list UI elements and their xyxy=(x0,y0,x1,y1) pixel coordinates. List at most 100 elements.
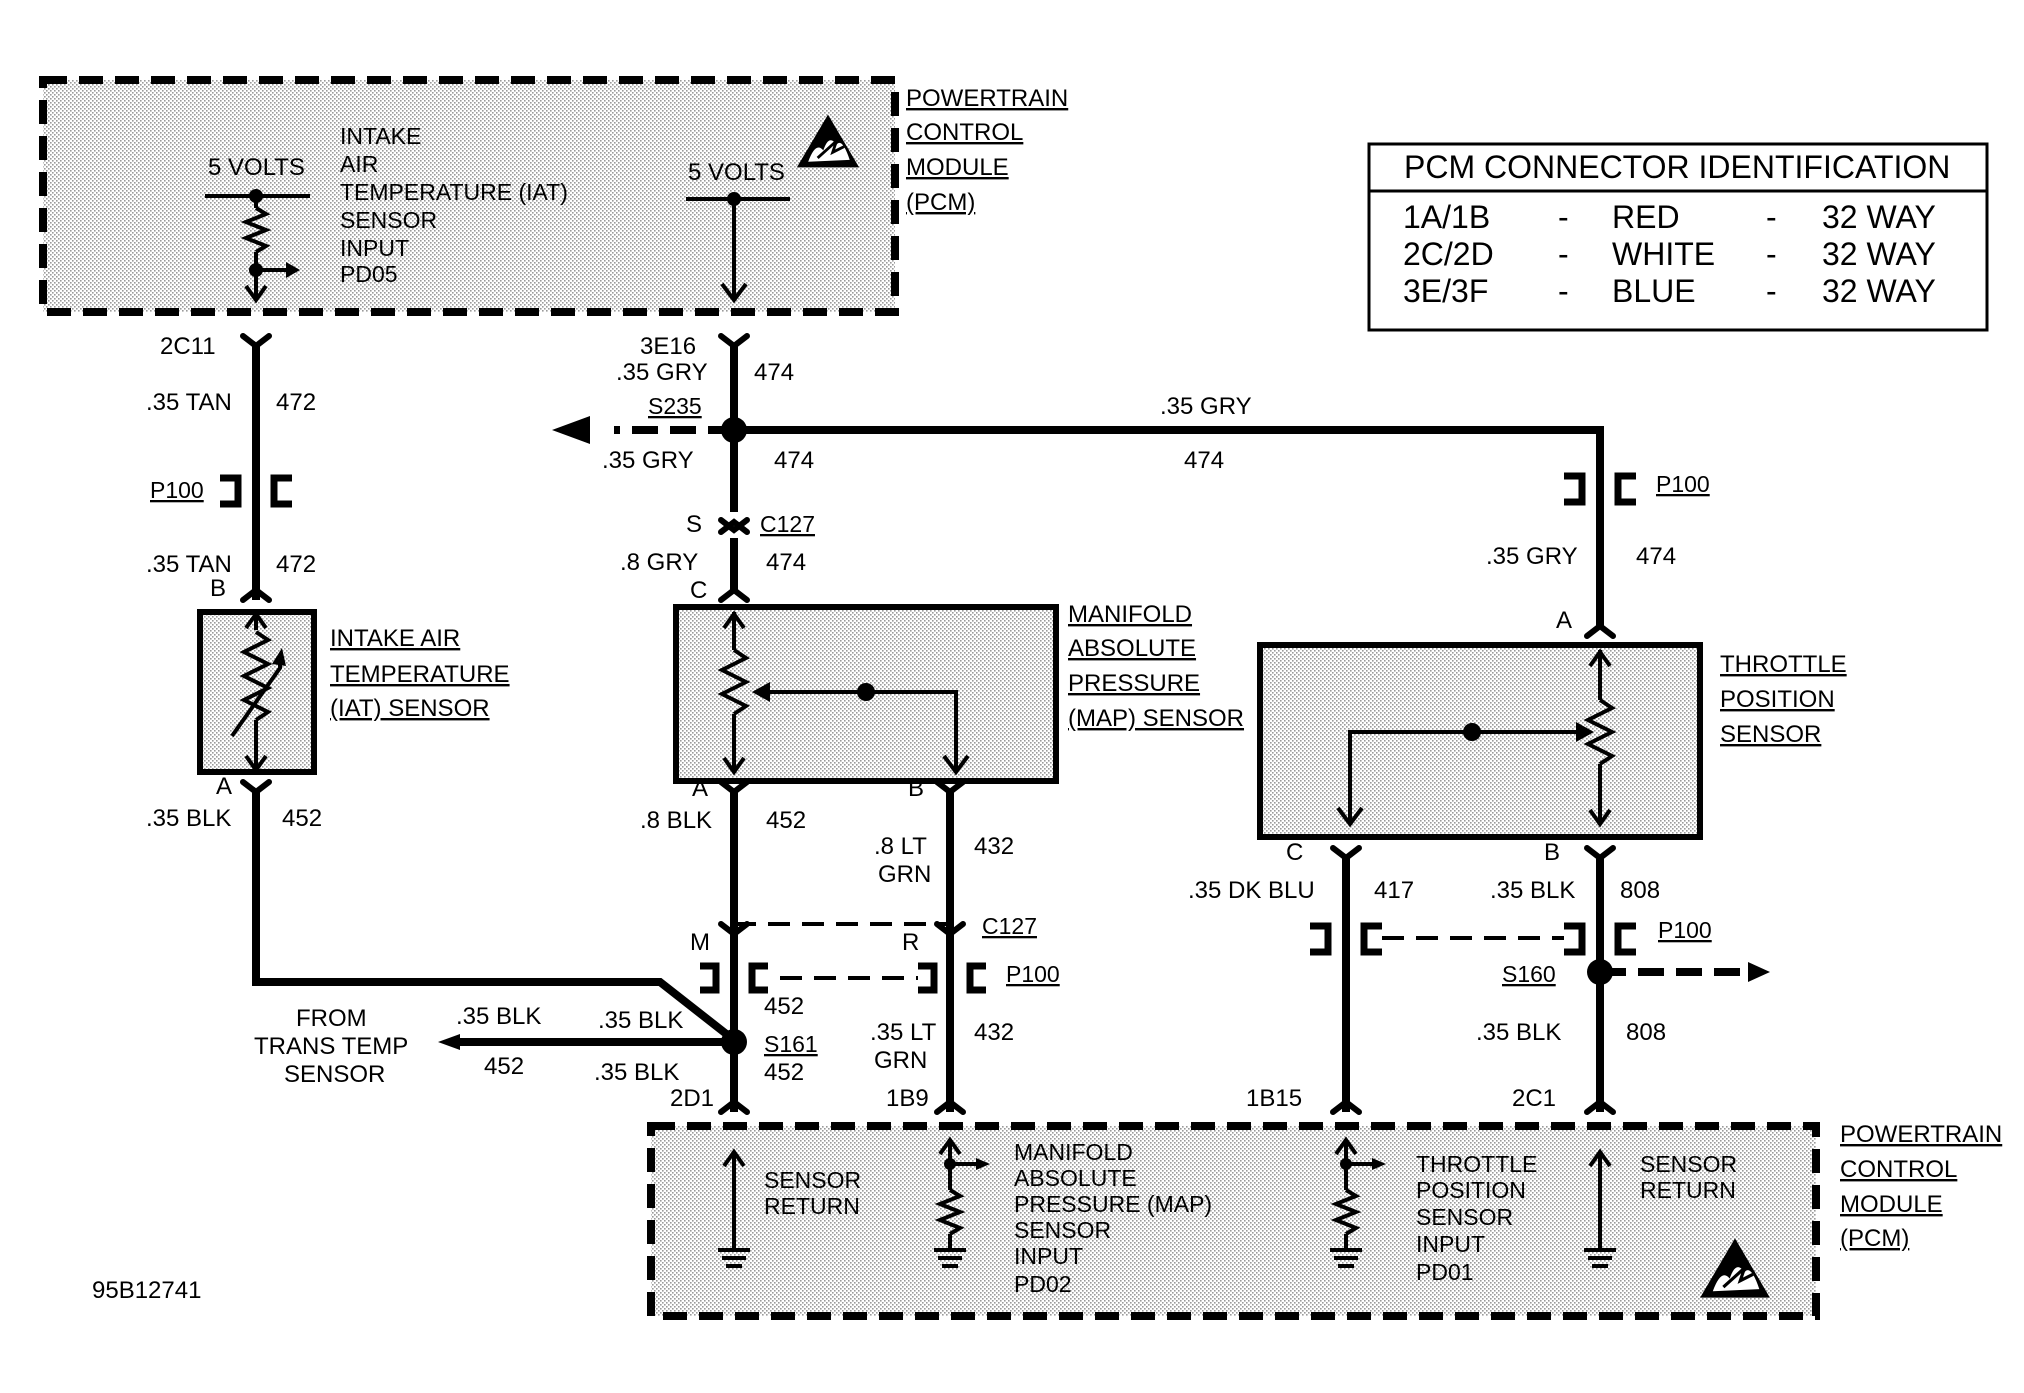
table-row: 3E/3F - BLUE - 32 WAY xyxy=(1403,273,1936,309)
circuit-number: 452 xyxy=(764,1059,804,1086)
table-cell: 32 WAY xyxy=(1822,273,1936,309)
wire-452-iat xyxy=(252,790,737,1044)
ground-icon xyxy=(718,1148,750,1268)
ground-icon xyxy=(1330,1248,1362,1268)
sensor-label-line: MANIFOLD xyxy=(1068,601,1192,628)
map-sensor-label: MANIFOLD ABSOLUTE PRESSURE (MAP) SENSOR xyxy=(1068,601,1244,732)
pin-label: 3E16 xyxy=(640,333,696,360)
table-cell: 32 WAY xyxy=(1822,199,1936,235)
wire-color-label: .35 GRY xyxy=(1160,393,1252,420)
table-cell: - xyxy=(1558,236,1569,272)
text-line: AIR xyxy=(340,151,378,177)
circuit-number: 474 xyxy=(1184,447,1224,474)
connector-ref: C127 xyxy=(760,511,815,537)
splice-ref: S161 xyxy=(764,1031,818,1057)
table-cell: - xyxy=(1766,273,1777,309)
wire-color-label: .8 GRY xyxy=(620,549,698,576)
wire-color-label: .35 TAN xyxy=(146,389,232,416)
ref-5v-circuit: 5 VOLTS xyxy=(686,159,790,304)
sensor-label-line: INTAKE AIR xyxy=(330,625,460,652)
connector-table: PCM CONNECTOR IDENTIFICATION 1A/1B - RED… xyxy=(1367,142,1989,332)
text-line: INPUT xyxy=(340,235,409,261)
table-cell: RED xyxy=(1612,199,1680,235)
iat-sensor xyxy=(197,609,317,775)
circuit-number: 452 xyxy=(282,805,322,832)
text-line: SENSOR xyxy=(764,1167,861,1193)
map-input-circuit xyxy=(934,1136,990,1248)
pin-label: 1B15 xyxy=(1246,1085,1302,1112)
pin-label: 2C1 xyxy=(1512,1085,1556,1112)
sensor-label-line: (MAP) SENSOR xyxy=(1068,705,1244,732)
circuit-number: 452 xyxy=(766,807,806,834)
text-line: SENSOR xyxy=(340,207,437,233)
connector-pins xyxy=(240,333,1616,1115)
table-cell: - xyxy=(1766,236,1777,272)
text-line: ABSOLUTE xyxy=(1014,1165,1137,1191)
table-cell: 1A/1B xyxy=(1403,199,1490,235)
table-cell: BLUE xyxy=(1612,273,1696,309)
figure-id: 95B12741 xyxy=(92,1277,201,1304)
pin-label: 1B9 xyxy=(886,1085,929,1112)
text-line: SENSOR xyxy=(1416,1204,1513,1230)
wire-color-label: .35 GRY xyxy=(602,447,694,474)
wire-color-label: .35 TAN xyxy=(146,551,232,578)
tps-sensor-label: THROTTLE POSITION SENSOR xyxy=(1720,651,1847,748)
text-line: RETURN xyxy=(764,1193,860,1219)
wire-color-label: GRN xyxy=(878,861,931,888)
sensor-label-line: SENSOR xyxy=(1720,721,1821,748)
pin-label: 2D1 xyxy=(670,1085,714,1112)
text-line: POSITION xyxy=(1416,1177,1526,1203)
text-line: MANIFOLD xyxy=(1014,1139,1133,1165)
circuit-number: 808 xyxy=(1626,1019,1666,1046)
pin-label: A xyxy=(216,773,232,800)
circuit-number: 452 xyxy=(484,1053,524,1080)
pin-label: M xyxy=(690,929,710,956)
wire-452-trans xyxy=(438,1034,734,1050)
text-line: RETURN xyxy=(1640,1177,1736,1203)
iat-input-text: INTAKE AIR TEMPERATURE (IAT) SENSOR INPU… xyxy=(340,123,568,287)
pcm-title-line: CONTROL xyxy=(1840,1156,1957,1183)
wire-color-label: .8 LT xyxy=(874,833,927,860)
text-line: THROTTLE xyxy=(1416,1151,1537,1177)
iat-sensor-label: INTAKE AIR TEMPERATURE (IAT) SENSOR xyxy=(330,625,510,722)
pcm-title-line: (PCM) xyxy=(906,189,975,216)
wire-color-label: .35 BLK xyxy=(1476,1019,1561,1046)
text-line: PRESSURE (MAP) xyxy=(1014,1191,1212,1217)
pcm-title-line: (PCM) xyxy=(1840,1225,1909,1252)
connector-ref: P100 xyxy=(1658,917,1712,943)
sensor-label-line: THROTTLE xyxy=(1720,651,1847,678)
splice-s235 xyxy=(721,417,747,443)
pin-label: C xyxy=(1286,839,1303,866)
connector-ref: C127 xyxy=(982,913,1037,939)
table-row: 2C/2D - WHITE - 32 WAY xyxy=(1403,236,1936,272)
sensor-label-line: ABSOLUTE xyxy=(1068,635,1196,662)
text-line: PD01 xyxy=(1416,1259,1474,1285)
wire-color-label: .35 BLK xyxy=(598,1007,683,1034)
text-line: SENSOR xyxy=(284,1061,385,1088)
sensor-return-left-text: SENSOR RETURN xyxy=(764,1167,861,1219)
pin-label: C xyxy=(690,577,707,604)
wire-color-label: .35 GRY xyxy=(1486,543,1578,570)
wire-color-label: .35 BLK xyxy=(146,805,231,832)
table-cell: - xyxy=(1558,273,1569,309)
text-line: PD02 xyxy=(1014,1271,1072,1297)
splice-ref: S160 xyxy=(1502,961,1556,987)
table-cell: 3E/3F xyxy=(1403,273,1488,309)
map-sensor xyxy=(673,604,1059,784)
wire-color-label: .35 LT xyxy=(870,1019,937,1046)
text-line: TRANS TEMP xyxy=(254,1033,408,1060)
connector-ref: P100 xyxy=(1006,961,1060,987)
wire-color-label: .35 GRY xyxy=(616,359,708,386)
wire-color-label: .35 BLK xyxy=(594,1059,679,1086)
circuit-number: 474 xyxy=(766,549,806,576)
iat-pullup-circuit: 5 VOLTS xyxy=(205,154,310,304)
pcm-title-line: MODULE xyxy=(1840,1191,1943,1218)
pcm-title-line: CONTROL xyxy=(906,119,1023,146)
sensor-label-line: PRESSURE xyxy=(1068,670,1200,697)
sensor-label-line: TEMPERATURE xyxy=(330,661,510,688)
ground-icon xyxy=(1584,1148,1616,1268)
text-line: FROM xyxy=(296,1005,367,1032)
sensor-label-line: (IAT) SENSOR xyxy=(330,695,490,722)
pin-label: A xyxy=(692,775,708,802)
